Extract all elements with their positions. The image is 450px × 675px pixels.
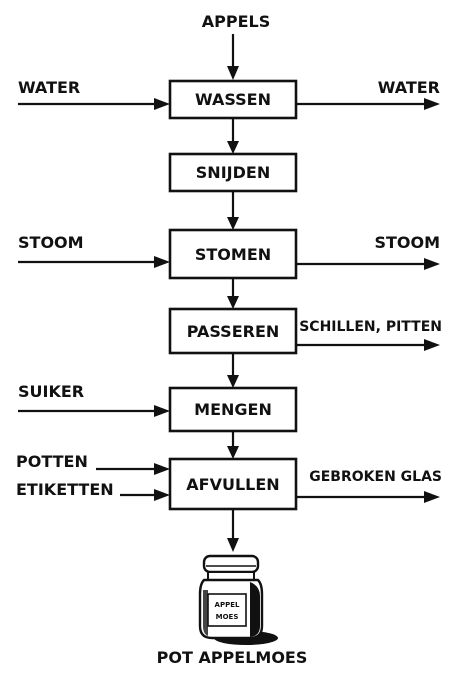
step-label-stomen: STOMEN <box>195 245 271 264</box>
step-stomen: STOMEN <box>168 228 298 280</box>
step-mengen: MENGEN <box>168 386 298 433</box>
step-afvullen: AFVULLEN <box>168 457 298 511</box>
step-box-snijden <box>168 152 298 193</box>
input-label-stoom: STOOM <box>18 233 84 252</box>
arrowhead-output-water <box>424 98 440 110</box>
arrowhead-input-etiketten <box>154 489 170 501</box>
arrowhead-output-schillen-pitten <box>424 339 440 351</box>
output-label-water: WATER <box>378 78 440 97</box>
output-label-stoom: STOOM <box>374 233 440 252</box>
jar-shading-left <box>203 590 208 636</box>
step-box-afvullen <box>168 457 298 511</box>
arrowhead-to-stomen <box>227 217 239 230</box>
arrowhead-to-mengen <box>227 375 239 388</box>
arrowhead-output-gebroken-glas <box>424 491 440 503</box>
jar-label-line-2: MOES <box>216 613 239 621</box>
arrowhead-to-snijden <box>227 141 239 154</box>
arrowhead-input-stoom <box>154 256 170 268</box>
input-label-suiker: SUIKER <box>18 382 84 401</box>
arrowhead-input-suiker <box>154 405 170 417</box>
input-label-etiketten: ETIKETTEN <box>16 480 114 499</box>
step-label-mengen: MENGEN <box>194 400 272 419</box>
step-box-mengen <box>168 386 298 433</box>
final-product-label: POT APPELMOES <box>157 648 308 667</box>
top-input-label: APPELS <box>202 12 270 31</box>
input-label-potten: POTTEN <box>16 452 88 471</box>
step-label-afvullen: AFVULLEN <box>186 475 279 494</box>
jar-lid <box>202 554 260 574</box>
arrowhead-appels <box>227 66 239 80</box>
jar-shading <box>250 582 260 637</box>
step-snijden: SNIJDEN <box>168 152 298 193</box>
output-label-gebroken-glas: GEBROKEN GLAS <box>309 469 442 485</box>
arrowhead-to-afvullen <box>227 446 239 459</box>
jar-label <box>207 593 247 627</box>
output-label-schillen-pitten: SCHILLEN, PITTEN <box>299 319 442 335</box>
arrowhead-to-jar <box>227 538 239 552</box>
jar-illustration: APPEL MOES <box>198 554 278 645</box>
arrowhead-output-stoom <box>424 258 440 270</box>
step-wassen: WASSEN <box>168 79 298 120</box>
jar-label-line-1: APPEL <box>215 601 240 609</box>
arrowhead-to-passeren <box>227 296 239 309</box>
input-label-water: WATER <box>18 78 80 97</box>
step-label-passeren: PASSEREN <box>187 322 280 341</box>
arrowhead-input-potten <box>154 463 170 475</box>
step-label-snijden: SNIJDEN <box>196 163 270 182</box>
step-passeren: PASSEREN <box>168 307 298 355</box>
step-label-wassen: WASSEN <box>195 90 271 109</box>
arrowhead-input-water <box>154 98 170 110</box>
